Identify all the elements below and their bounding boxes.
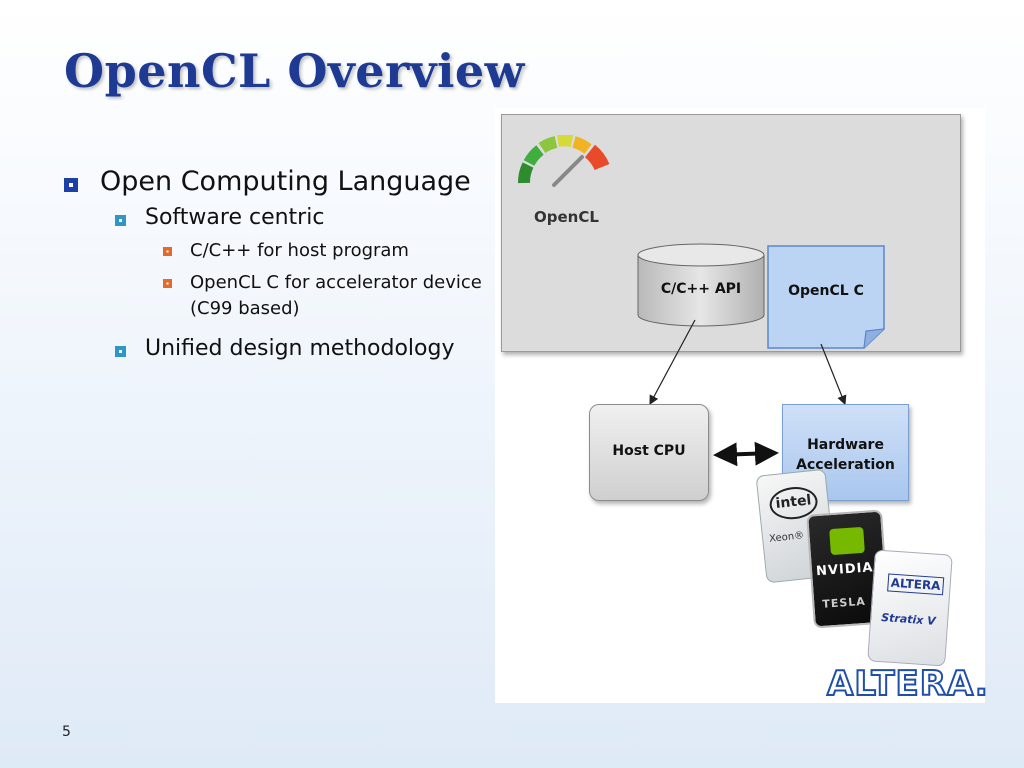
altera-chip-model: Stratix V <box>880 611 937 628</box>
bullet-square-icon <box>163 279 172 289</box>
cpp-api-cylinder: C/C++ API <box>637 243 765 327</box>
nvidia-name: NVIDIA <box>815 560 874 580</box>
host-cpu-box: Host CPU <box>589 404 709 501</box>
arrow-host-hw <box>713 441 779 467</box>
page-number: 5 <box>62 724 71 740</box>
bullet-square-icon <box>115 346 126 358</box>
bullet-host-program: C/C++ for host program <box>62 238 492 264</box>
bullet-square-icon <box>64 178 78 192</box>
arrow-openclc-to-hw <box>820 343 847 406</box>
altera-logo: ALTERA. <box>826 663 989 705</box>
nvidia-model: TESLA <box>821 594 867 611</box>
bullet-square-icon <box>115 215 126 226</box>
nvidia-eye-icon <box>829 526 865 556</box>
altera-chip-image: ALTERA Stratix V <box>867 549 953 667</box>
diagram-arrows <box>649 319 847 467</box>
opencl-c-document: OpenCL C <box>767 245 885 349</box>
bullet-software-centric: Software centric <box>62 205 492 230</box>
hardware-acceleration-box: Hardware Acceleration <box>782 404 909 501</box>
bullet-list: Open Computing Language Software centric… <box>62 160 492 369</box>
opencl-panel: OpenCL C/C++ API OpenCL C <box>501 114 961 352</box>
bullet-opencl-c: OpenCL C for accelerator device (C99 bas… <box>62 270 492 322</box>
speedometer-icon <box>518 135 610 187</box>
bullet-unified-design: Unified design methodology <box>62 336 492 361</box>
opencl-c-label: OpenCL C <box>788 283 864 299</box>
cpp-api-label: C/C++ API <box>660 281 742 297</box>
arrow-api-to-host <box>649 319 696 406</box>
opencl-diagram: OpenCL C/C++ API OpenCL C <box>495 108 989 705</box>
slide-title: OpenCL Overview <box>64 44 525 98</box>
altera-chip-logo: ALTERA <box>887 573 945 596</box>
opencl-label: OpenCL <box>534 208 599 226</box>
bullet-square-icon <box>163 247 172 256</box>
bullet-open-computing-language: Open Computing Language <box>62 166 492 197</box>
